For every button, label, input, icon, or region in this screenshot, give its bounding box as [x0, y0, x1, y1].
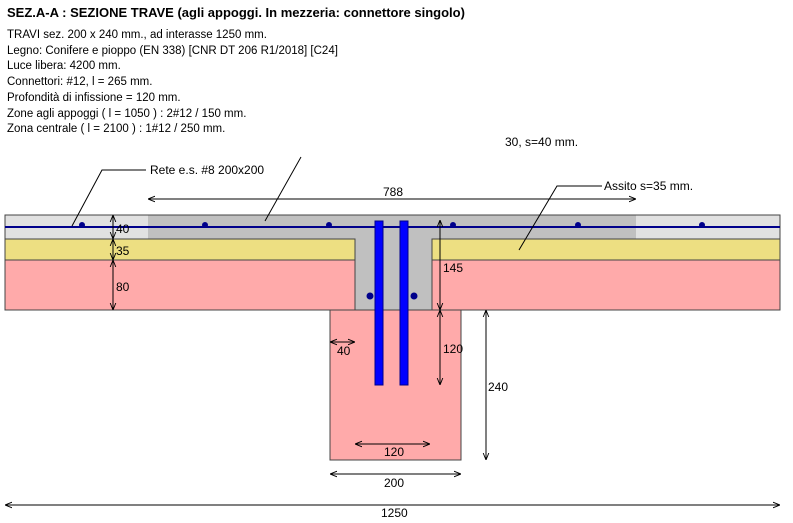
dim-embedment: 120 [443, 342, 463, 356]
slab-leader [264, 156, 302, 222]
dim-rib-offset: 40 [337, 344, 351, 358]
planking-label: Assito s=35 mm. [604, 179, 693, 193]
section-title: SEZ.A-A : SEZIONE TRAVE (agli appoggi. I… [7, 5, 465, 20]
dim-beam-height: 240 [488, 380, 508, 394]
planking-leader [518, 185, 602, 251]
slab-note: 30, s=40 mm. [505, 135, 578, 149]
planking-right [431, 238, 781, 261]
info-line: Zona centrale ( l = 2100 ) : 1#12 / 250 … [7, 123, 226, 136]
rebar-dots [79, 222, 705, 300]
timber-right [431, 259, 781, 311]
dim-planking: 35 [116, 244, 130, 258]
planking-left [4, 238, 356, 261]
info-line: Luce libera: 4200 mm. [7, 60, 121, 73]
timber-left [4, 259, 356, 311]
dim-beam-width: 200 [384, 476, 404, 490]
dim-rib: 145 [443, 261, 463, 275]
timber-beam [329, 309, 462, 461]
dim-spacing: 1250 [381, 506, 408, 520]
dim-effective-width: 788 [383, 185, 403, 199]
info-line: Connettori: #12, l = 265 mm. [7, 76, 153, 89]
mesh-leader [71, 169, 146, 227]
dim-slab: 40 [116, 222, 130, 236]
dim-connector-spacing: 120 [384, 445, 404, 459]
info-line: Zone agli appoggi ( l = 1050 ) : 2#12 / … [7, 107, 247, 120]
concrete-rib [355, 238, 432, 310]
dim-joist: 80 [116, 280, 130, 294]
mesh-label: Rete e.s. #8 200x200 [150, 163, 264, 177]
info-line: Profondità di infissione = 120 mm. [7, 91, 181, 104]
connector [399, 220, 409, 386]
connector [374, 220, 384, 386]
section-info: TRAVI sez. 200 x 240 mm., ad interasse 1… [7, 28, 338, 138]
info-line: TRAVI sez. 200 x 240 mm., ad interasse 1… [7, 29, 267, 41]
info-line: Legno: Conifere e pioppo (EN 338) [CNR D… [7, 44, 338, 57]
